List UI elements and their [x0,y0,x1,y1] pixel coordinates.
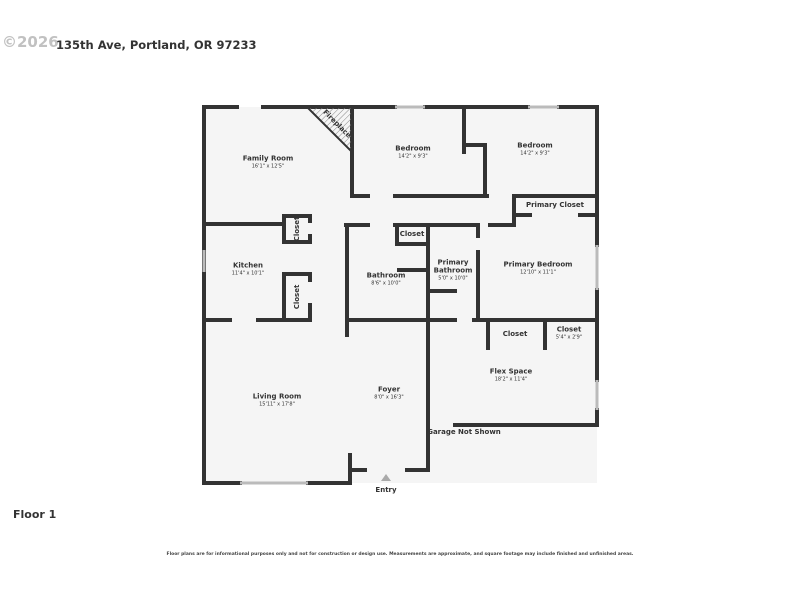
watermark: ©2026 [2,33,59,51]
floor-label: Floor 1 [13,508,57,521]
fireplace-hatch [304,106,353,155]
closet-label: Closet [399,230,425,238]
garage-note: Garage Not Shown [427,428,501,436]
entry-label: Entry [375,486,397,494]
room-flex-closet: Closet [502,330,528,338]
entry-arrow-icon [381,474,391,481]
kitchen-closet-label: Closet [293,284,301,310]
address-title: 135th Ave, Portland, OR 97233 [56,38,257,52]
floor-area [204,320,428,483]
room-primary-closet: Primary Closet [525,201,585,209]
disclaimer: Floor plans are for informational purpos… [166,552,634,557]
floor-area [428,320,597,425]
family-closet-label: Closet [293,216,301,242]
